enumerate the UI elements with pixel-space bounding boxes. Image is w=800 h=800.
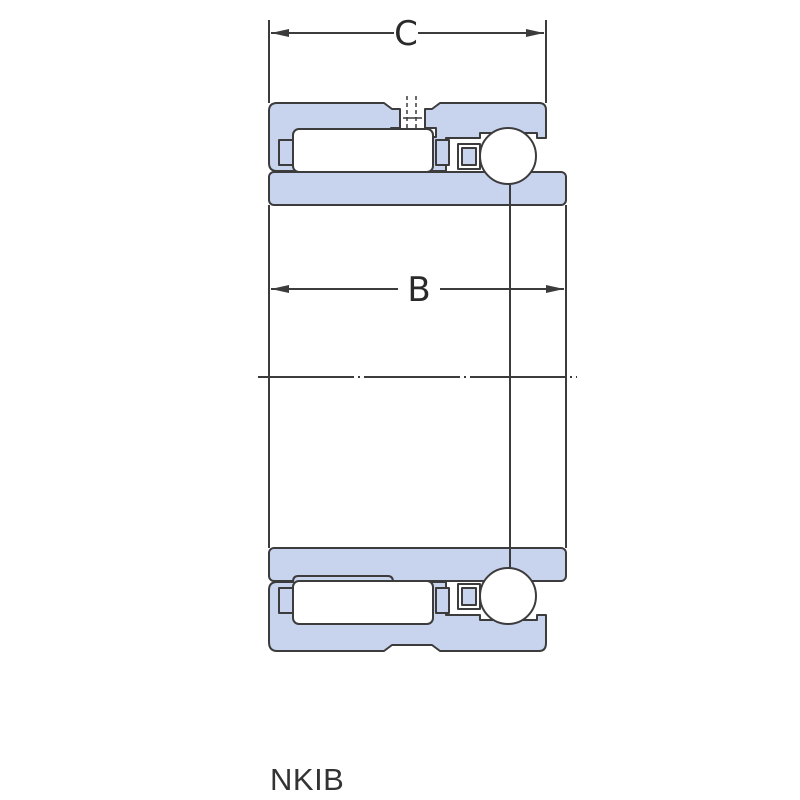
inner-ring-top xyxy=(268,171,567,206)
dimension-c-right-arrow-icon xyxy=(526,29,544,37)
dimension-c-left-arrow-icon xyxy=(271,29,289,37)
ball-cage-bottom-inner xyxy=(461,587,477,606)
oil-hole-top xyxy=(403,96,422,135)
ball-cage-top-inner xyxy=(461,147,477,166)
dimension-b-right-arrow-icon xyxy=(546,285,564,293)
bearing-designation: NKIB xyxy=(270,762,345,797)
dimension-b-left-arrow-icon xyxy=(271,285,289,293)
ball-bottom xyxy=(479,567,537,625)
ball-top xyxy=(479,127,537,185)
cage-element-bottom-mid xyxy=(435,587,450,614)
dimension-b-label: B xyxy=(407,270,430,310)
cage-element-top-mid xyxy=(435,139,450,166)
cage-element-bottom-left xyxy=(278,587,294,614)
dimension-c xyxy=(268,20,547,103)
needle-roller-bottom xyxy=(292,580,434,625)
dimension-c-label: C xyxy=(394,14,418,54)
cage-element-top-left xyxy=(278,139,294,166)
needle-roller-top xyxy=(292,128,434,173)
dimension-b xyxy=(271,285,564,293)
